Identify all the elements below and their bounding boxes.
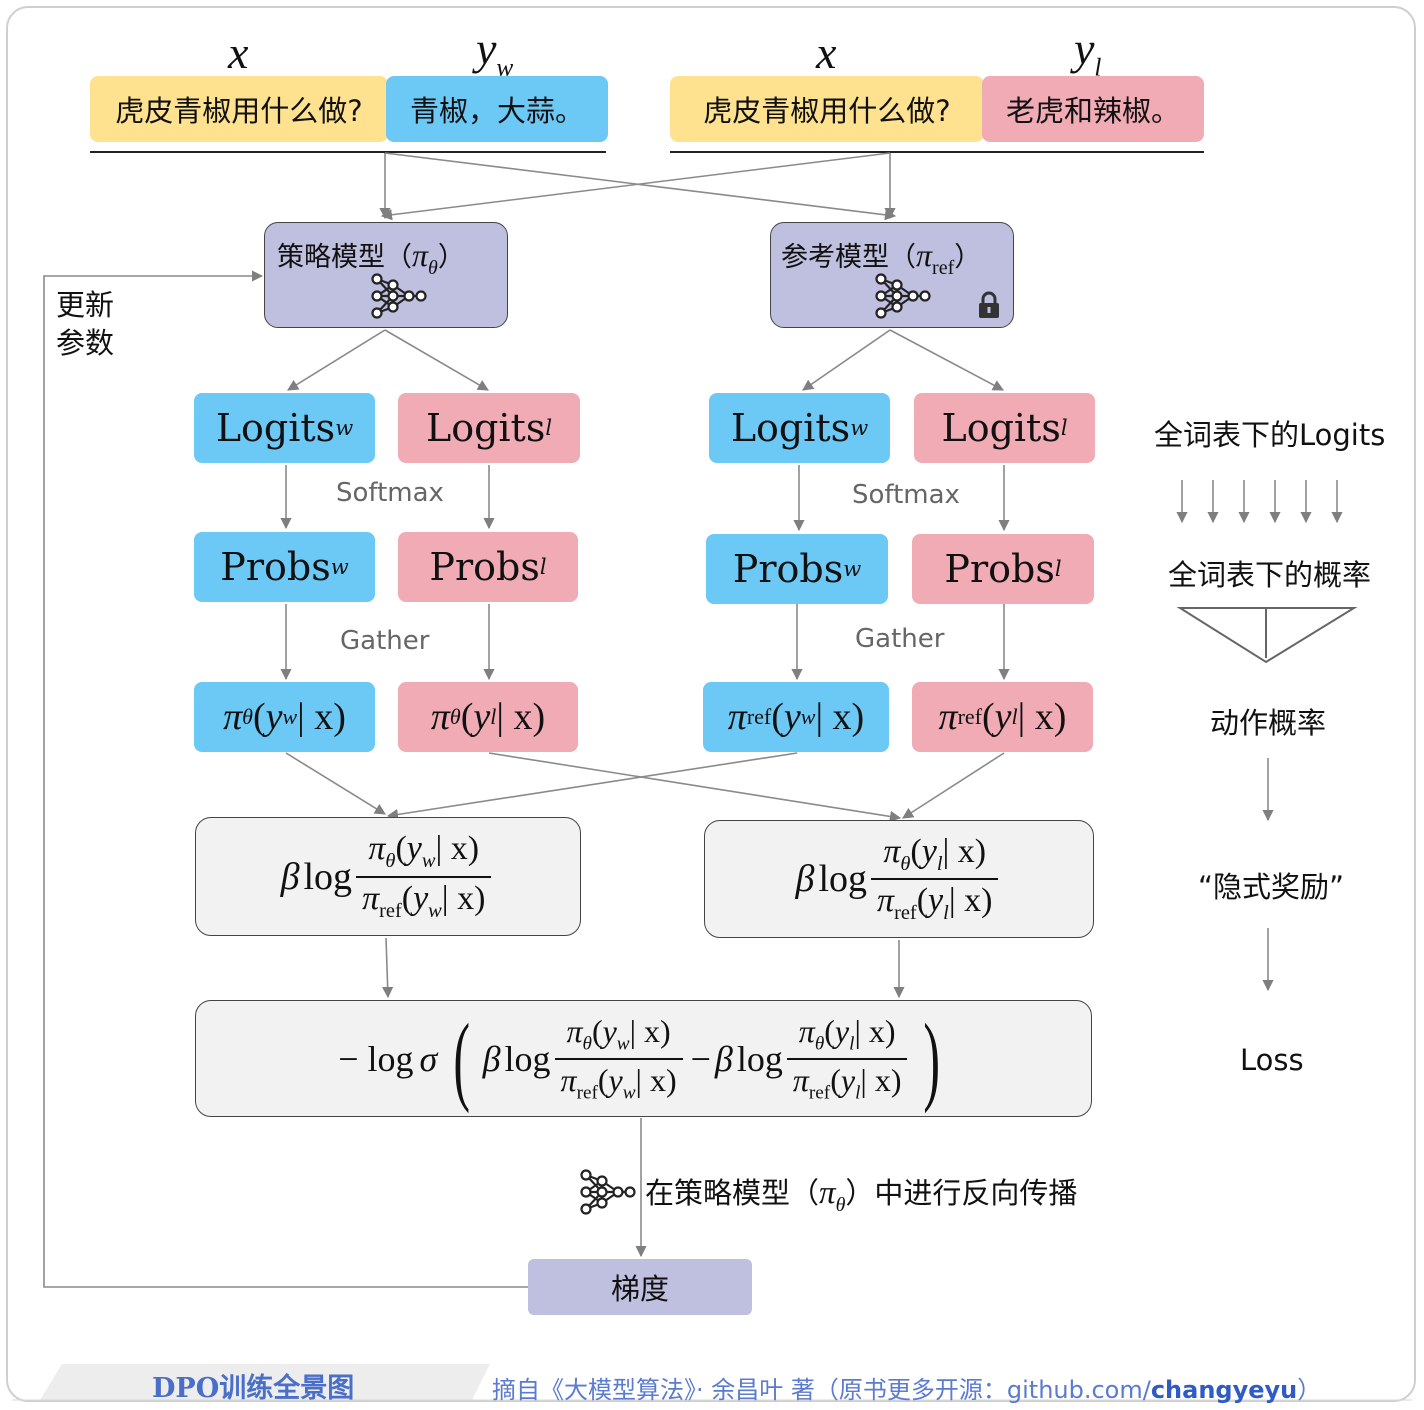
legend-action-prob: 动作概率 — [1210, 706, 1327, 740]
legend-implicit-reward: “隐式奖励” — [1198, 870, 1345, 904]
neural-network-icon — [580, 1169, 636, 1215]
softmax-label-right: Softmax — [852, 480, 960, 510]
legend-funnel — [1176, 607, 1358, 664]
label-x-right: x — [816, 27, 837, 78]
footer-credit-user[interactable]: changyeyu — [1150, 1376, 1298, 1404]
arrow-update-loop — [43, 270, 528, 1288]
footer-band — [12, 1364, 1412, 1401]
legend-vocab-probs: 全词表下的概率 — [1168, 558, 1372, 592]
arrow-reward-w-1 — [285, 752, 386, 815]
arrow-reward-l-1 — [488, 752, 902, 822]
neural-network-icon — [875, 273, 931, 319]
outer-frame — [6, 6, 1416, 1402]
backprop-label: 在策略模型（πθ）中进行反向传播 — [645, 1175, 1078, 1216]
softmax-label-left: Softmax — [336, 478, 444, 508]
neural-network-icon — [371, 273, 427, 319]
policy-model-title: 策略模型（πθ） — [277, 237, 465, 279]
arrow-ref-logits-w — [802, 329, 891, 391]
label-x-left: x — [228, 27, 249, 78]
update-params-label: 更新 参数 — [56, 288, 115, 360]
prompt-box-left: 虎皮青椒用什么做? — [90, 76, 388, 142]
arrow-reward-w-2 — [386, 752, 798, 821]
legend-loss: Loss — [1240, 1043, 1304, 1077]
footer-title: DPO训练全景图 — [152, 1373, 355, 1404]
label-yl: yl — [1074, 23, 1102, 82]
chosen-answer-box: 青椒，大蒜。 — [386, 76, 608, 142]
gather-label-left: Gather — [340, 626, 430, 656]
prompt-box-right: 虎皮青椒用什么做? — [670, 76, 984, 142]
rejected-answer-box: 老虎和辣椒。 — [982, 76, 1204, 142]
reference-model-box: 参考模型（πref） — [770, 222, 1014, 328]
arrow-in-policy-2 — [380, 152, 891, 221]
legend-vocab-logits: 全词表下的Logits — [1154, 418, 1386, 452]
gather-label-right: Gather — [855, 624, 945, 654]
lock-icon — [979, 291, 999, 318]
arrow-ref-logits-l — [889, 329, 1004, 391]
arrow-policy-logits-l — [384, 329, 489, 391]
reference-model-title: 参考模型（πref） — [781, 237, 982, 279]
arrow-loss-1 — [382, 937, 394, 999]
policy-model-box: 策略模型（πθ） — [264, 222, 508, 328]
gradient-box: 梯度 — [528, 1259, 752, 1315]
arrow-policy-logits-w — [287, 329, 386, 391]
label-yw: yw — [476, 23, 514, 82]
arrow-reward-l-2 — [902, 752, 1005, 819]
footer-credit: 摘自《大模型算法》· 余昌叶 著（原书更多开源：github.com/chang… — [492, 1376, 1322, 1404]
